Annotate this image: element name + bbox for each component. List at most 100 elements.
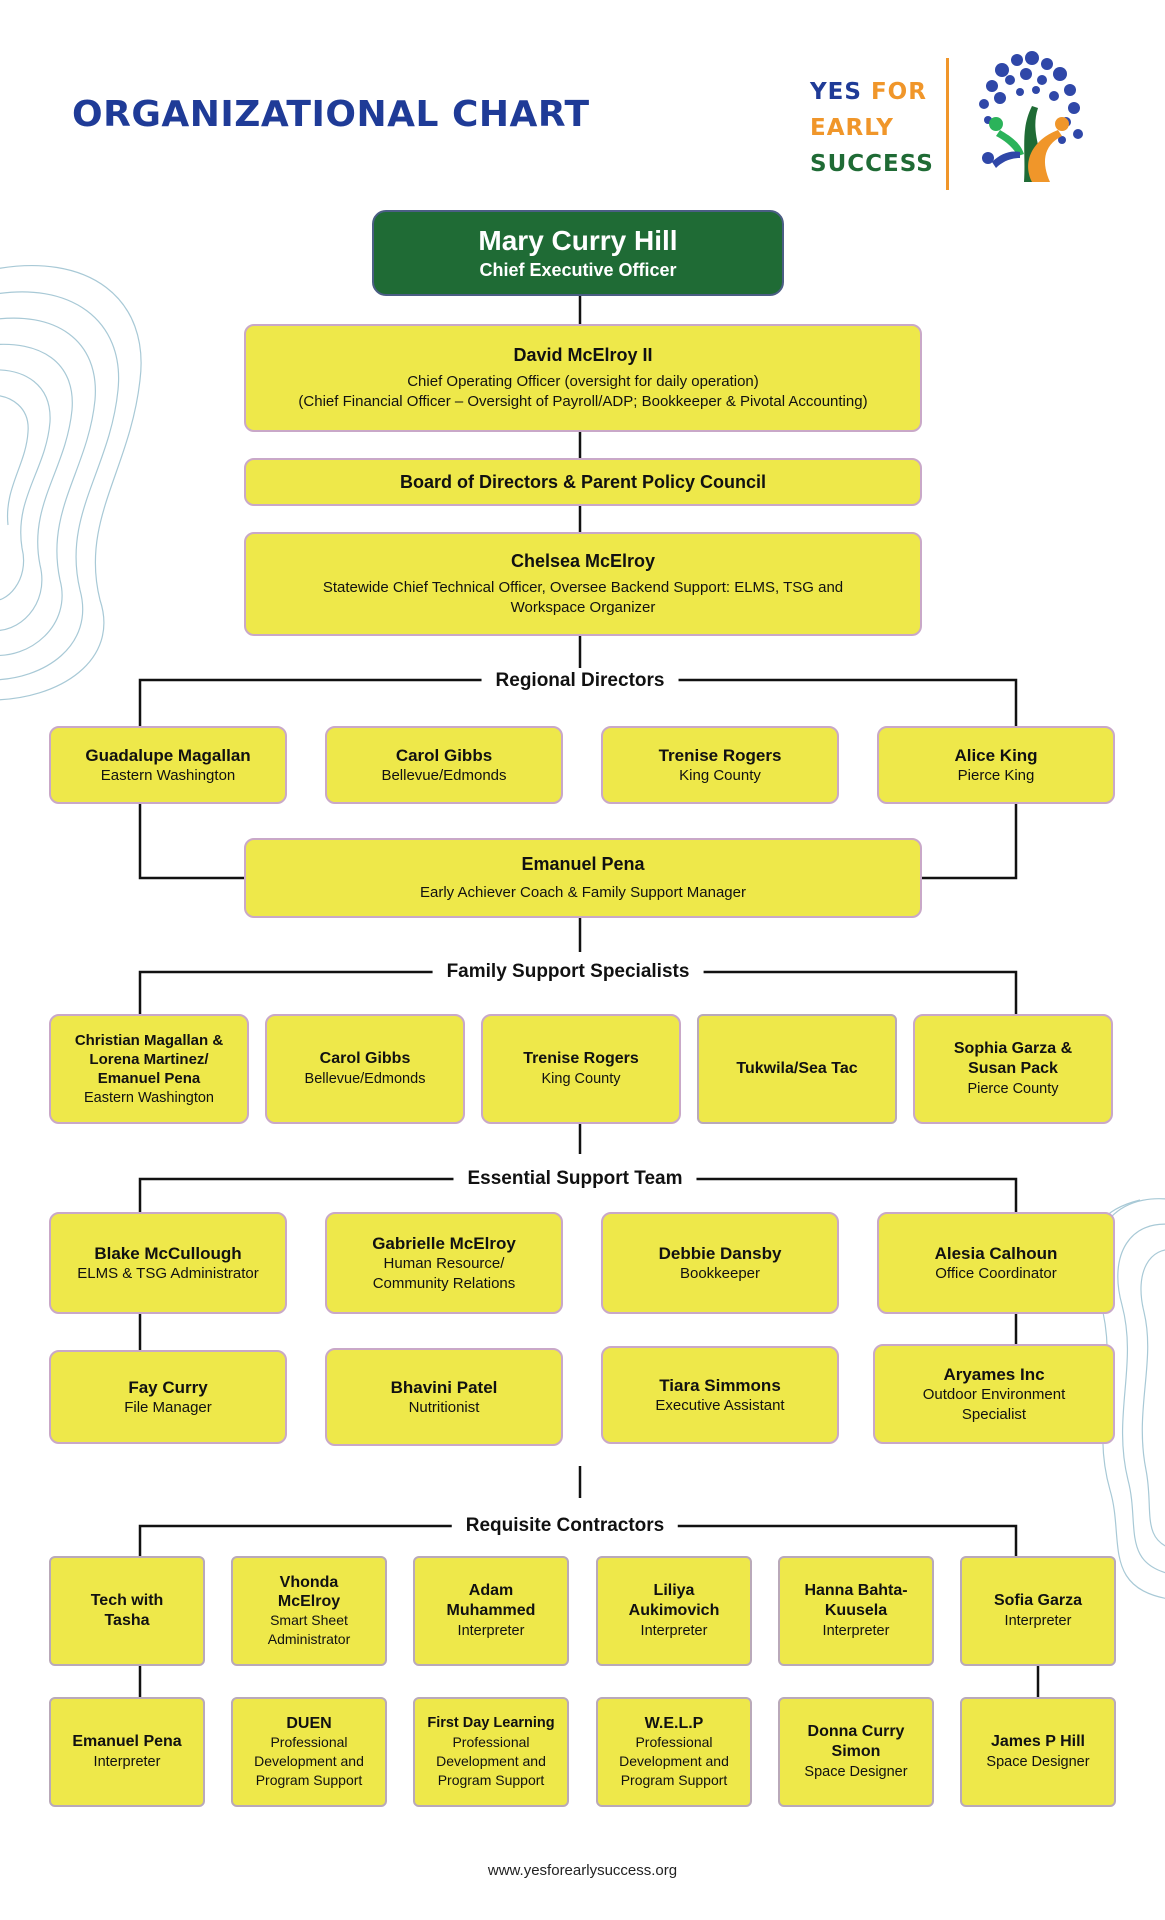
contractor-card: Tech with Tasha [49, 1556, 205, 1666]
board-box: Board of Directors & Parent Policy Counc… [244, 458, 922, 506]
contractor-role: Interpreter [93, 1754, 161, 1770]
contractor-role: Interpreter [822, 1623, 890, 1639]
contractor-name: W.E.L.P [644, 1715, 704, 1732]
specialist-name: Lorena Martinez/ [89, 1050, 209, 1068]
essential-support-card: Blake McCullough ELMS & TSG Administrato… [49, 1212, 287, 1314]
contractor-role: Interpreter [457, 1623, 525, 1639]
contractor-role: Program Support [255, 1772, 363, 1788]
contractor-name: Hanna Bahta- [804, 1582, 908, 1599]
contractor-card: Emanuel Pena Interpreter [49, 1697, 205, 1807]
ceo-role: Chief Executive Officer [479, 260, 677, 280]
regional-director-card: Alice King Pierce King [877, 726, 1115, 804]
specialist-name: Trenise Rogers [523, 1050, 639, 1067]
director-region: Eastern Washington [100, 766, 236, 784]
contractor-name: Adam [468, 1582, 514, 1599]
cto-role-line2: Workspace Organizer [510, 598, 656, 616]
contractor-role: Space Designer [804, 1764, 908, 1780]
contractor-card: DUEN Professional Development and Progra… [231, 1697, 387, 1807]
director-name: Trenise Rogers [658, 745, 782, 765]
page-title: ORGANIZATIONAL CHART [72, 94, 590, 135]
regional-director-card: Guadalupe Magallan Eastern Washington [49, 726, 287, 804]
contractor-card: James P Hill Space Designer [960, 1697, 1116, 1807]
specialist-name: Susan Pack [968, 1060, 1058, 1077]
specialist-name: Tukwila/Sea Tac [736, 1060, 858, 1077]
staff-name: Alesia Calhoun [934, 1243, 1058, 1263]
director-name: Alice King [954, 745, 1038, 765]
logo-word-success: SUCCESS [810, 151, 934, 177]
cto-box: Chelsea McElroy Statewide Chief Technica… [244, 532, 922, 636]
contractor-name: First Day Learning [427, 1715, 555, 1731]
coo-name: David McElroy II [513, 344, 653, 365]
contractor-role: Professional [452, 1734, 530, 1750]
staff-name: Aryames Inc [943, 1364, 1045, 1384]
staff-role: Outdoor Environment [922, 1385, 1066, 1403]
logo-word-early: EARLY [810, 115, 894, 141]
staff-name: Bhavini Patel [390, 1377, 498, 1397]
contractor-name: Sofia Garza [993, 1592, 1083, 1609]
contractor-name: McElroy [277, 1593, 341, 1610]
essential-support-card: Debbie Dansby Bookkeeper [601, 1212, 839, 1314]
specialist-name: Emanuel Pena [97, 1069, 201, 1087]
family-support-card: Carol Gibbs Bellevue/Edmonds [265, 1014, 465, 1124]
regional-director-card: Trenise Rogers King County [601, 726, 839, 804]
contractor-name: Kuusela [824, 1602, 888, 1619]
cto-name: Chelsea McElroy [510, 550, 656, 571]
board-name: Board of Directors & Parent Policy Counc… [399, 471, 767, 492]
specialist-region: Eastern Washington [83, 1089, 215, 1106]
essential-support-card: Aryames Inc Outdoor Environment Speciali… [873, 1344, 1115, 1444]
coo-role-line1: Chief Operating Officer (oversight for d… [407, 372, 759, 390]
staff-name: Gabrielle McElroy [372, 1233, 516, 1253]
contractor-card: Liliya Aukimovich Interpreter [596, 1556, 752, 1666]
staff-role: File Manager [124, 1398, 212, 1416]
section-family-support: Family Support Specialists [432, 959, 704, 985]
staff-name: Debbie Dansby [658, 1243, 782, 1263]
coach-box: Emanuel Pena Early Achiever Coach & Fami… [244, 838, 922, 918]
contractor-role: Program Support [620, 1772, 728, 1788]
cto-role-line1: Statewide Chief Technical Officer, Overs… [322, 578, 844, 596]
essential-support-card: Tiara Simmons Executive Assistant [601, 1346, 839, 1444]
section-requisite-contractors: Requisite Contractors [451, 1513, 679, 1539]
essential-support-card: Fay Curry File Manager [49, 1350, 287, 1444]
ceo-box: Mary Curry Hill Chief Executive Officer [372, 210, 784, 296]
family-support-card: Christian Magallan & Lorena Martinez/ Em… [49, 1014, 249, 1124]
staff-name: Blake McCullough [94, 1243, 242, 1263]
logo-word-yes: YES [810, 79, 862, 105]
footer-website-link[interactable]: www.yesforearlysuccess.org [487, 1862, 678, 1879]
contractor-name: Muhammed [446, 1602, 536, 1619]
contractor-card: W.E.L.P Professional Development and Pro… [596, 1697, 752, 1807]
family-support-card: Sophia Garza & Susan Pack Pierce County [913, 1014, 1113, 1124]
director-name: Carol Gibbs [395, 745, 493, 765]
logo-text: YES FOR EARLY SUCCESS [810, 74, 934, 182]
contractor-card: First Day Learning Professional Developm… [413, 1697, 569, 1807]
director-name: Guadalupe Magallan [85, 745, 251, 765]
director-region: Bellevue/Edmonds [381, 766, 507, 784]
staff-name: Tiara Simmons [659, 1375, 781, 1395]
contractor-role: Professional [635, 1734, 713, 1750]
contractor-name: Liliya [653, 1582, 695, 1599]
contractor-name: Tech with [90, 1592, 164, 1609]
essential-support-card: Gabrielle McElroy Human Resource/ Commun… [325, 1212, 563, 1314]
specialist-region: King County [541, 1071, 621, 1087]
ceo-name: Mary Curry Hill [478, 225, 678, 256]
coo-box: David McElroy II Chief Operating Officer… [244, 324, 922, 432]
contractor-role: Professional [270, 1734, 348, 1750]
contractor-role: Administrator [267, 1631, 351, 1647]
coach-role: Early Achiever Coach & Family Support Ma… [420, 883, 746, 901]
contractor-role: Smart Sheet [270, 1612, 348, 1628]
logo-divider [946, 58, 949, 190]
contractor-name: Donna Curry [807, 1723, 905, 1740]
family-support-card: Tukwila/Sea Tac [697, 1014, 897, 1124]
staff-role: Executive Assistant [655, 1396, 785, 1414]
contractor-name: Aukimovich [628, 1602, 720, 1619]
staff-role: ELMS & TSG Administrator [77, 1264, 259, 1282]
contractor-role: Space Designer [986, 1754, 1090, 1770]
family-support-card: Trenise Rogers King County [481, 1014, 681, 1124]
essential-support-card: Bhavini Patel Nutritionist [325, 1348, 563, 1446]
contractor-name: Simon [831, 1743, 881, 1760]
section-essential-support: Essential Support Team [453, 1166, 697, 1192]
specialist-region: Pierce County [967, 1081, 1059, 1097]
staff-role: Bookkeeper [679, 1264, 761, 1282]
tree-logo-icon [979, 51, 1083, 182]
specialist-region: Bellevue/Edmonds [304, 1071, 426, 1087]
staff-role: Community Relations [372, 1274, 516, 1292]
